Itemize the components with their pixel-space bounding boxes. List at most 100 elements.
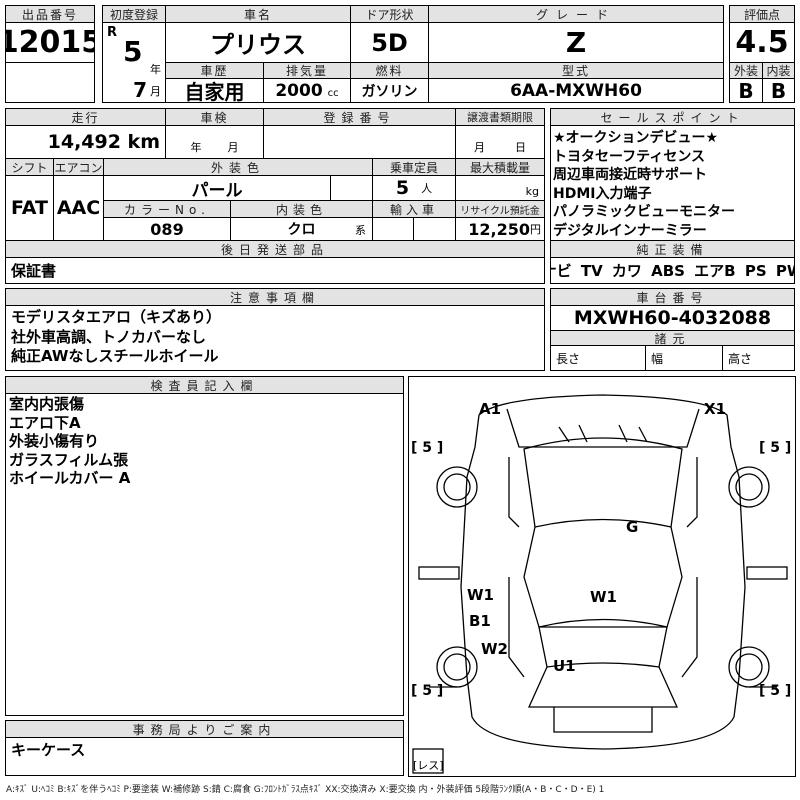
score-label: 評価点 xyxy=(729,5,795,23)
model-label: 型式 xyxy=(428,62,724,79)
equipment-label: 純正装備 xyxy=(550,240,795,258)
displacement: 2000 xyxy=(275,80,323,101)
inspector-box: 室内内張傷 エアロ下A 外装小傷有り ガラスフィルム張 ホイールカバー A xyxy=(5,393,404,716)
notes-list: モデリスタエアロ（キズあり） 社外車高調、トノカバーなし 純正AWなしスチールホ… xyxy=(11,308,221,367)
color-no-label: カラーNo. xyxy=(103,200,231,218)
tire-rear-right: [ 5 ] xyxy=(759,683,792,699)
load-unit: kg xyxy=(455,175,545,201)
exterior-label: 外装 xyxy=(729,62,763,79)
damage-mark: W1 xyxy=(590,588,617,606)
tire-front-right: [ 5 ] xyxy=(759,440,792,456)
parts-label: 後日発送部品 xyxy=(5,240,545,258)
door-type: 5D xyxy=(350,22,429,63)
interior-label: 内装 xyxy=(762,62,795,79)
inspector-line: 外装小傷有り xyxy=(9,432,100,450)
first-reg-year: R 5 年 xyxy=(102,22,166,79)
inspector-list: 室内内張傷 エアロ下A 外装小傷有り ガラスフィルム張 ホイールカバー A xyxy=(9,395,130,488)
mileage-label: 走行 xyxy=(5,108,166,126)
sales-item: デジタルインナーミラー xyxy=(553,222,707,239)
inspector-line: エアロ下A xyxy=(9,413,81,432)
note-line: 純正AWなしスチールホイール xyxy=(11,347,219,365)
first-reg-month: 7 月 xyxy=(102,78,166,103)
exterior-color: パール xyxy=(103,175,331,201)
damage-mark: A1 xyxy=(479,400,502,418)
seats-unit: 人 xyxy=(421,182,433,195)
notes-box: モデリスタエアロ（キズあり） 社外車高調、トノカバーなし 純正AWなしスチールホ… xyxy=(5,305,545,371)
lot-label: 出品番号 xyxy=(5,5,95,23)
recycle-label: リサイクル預託金 xyxy=(455,200,545,218)
length: 長さ xyxy=(550,345,646,371)
equipment: ナビ TV カワ ABS エアB PS PW xyxy=(550,257,795,284)
car-name-label: 車名 xyxy=(165,5,351,23)
car-name: プリウス xyxy=(165,22,351,63)
car-outline-icon xyxy=(412,394,788,774)
chassis-number: MXWH60-4032088 xyxy=(550,305,795,331)
tire-rear-left: [ 5 ] xyxy=(411,683,444,699)
office-label: 事務局よりご案内 xyxy=(5,720,404,738)
spare-tire: [レス] xyxy=(413,759,444,772)
inspection-cell: 年月 xyxy=(165,125,264,159)
recycle-unit: 円 xyxy=(530,223,541,236)
note-line: 社外車高調、トノカバーなし xyxy=(11,327,207,346)
grade-label: グレード xyxy=(428,5,724,23)
interior-color: クロ xyxy=(287,222,316,238)
car-diagram: A1 X1 G W1 W1 B1 W2 U1 [ 5 ] [ 5 ] [ 5 ]… xyxy=(408,376,796,777)
damage-mark: W2 xyxy=(481,640,508,658)
color-extra xyxy=(330,175,373,201)
seats-label: 乗車定員 xyxy=(372,158,456,176)
damage-mark: B1 xyxy=(469,612,491,630)
first-reg-label: 初度登録 xyxy=(102,5,166,23)
sales-list: ★オークションデビュー★ トヨタセーフティセンス 周辺車両接近時サポート HDM… xyxy=(553,129,735,240)
note-line: モデリスタエアロ（キズあり） xyxy=(11,308,222,326)
ac-label: エアコン xyxy=(53,158,104,176)
history-label: 車歴 xyxy=(165,62,264,79)
tire-front-left: [ 5 ] xyxy=(411,440,444,456)
sales-item: トヨタセーフティセンス xyxy=(553,148,706,165)
seats: 5 xyxy=(395,177,410,199)
chassis-label: 車台番号 xyxy=(550,288,795,306)
inspector-line: ガラスフィルム張 xyxy=(9,450,129,469)
sales-item: ★オークションデビュー★ xyxy=(553,130,719,146)
sales-item: パノラミックビューモニター xyxy=(553,204,735,220)
lot-empty xyxy=(5,62,95,103)
year-unit: 年 xyxy=(150,63,161,76)
lot-number: 12015 xyxy=(5,22,95,63)
office-text: キーケース xyxy=(5,737,404,776)
sales-item: HDMI入力端子 xyxy=(553,185,652,202)
width: 幅 xyxy=(645,345,723,371)
score: 4.5 xyxy=(729,22,795,63)
shift: FAT xyxy=(5,175,54,241)
transfer-day: 日 xyxy=(515,141,526,154)
reg-number xyxy=(263,125,456,159)
spec-label: 諸元 xyxy=(550,330,795,346)
damage-mark: X1 xyxy=(704,400,727,418)
history: 自家用 xyxy=(165,78,264,103)
inspector-line: 室内内張傷 xyxy=(9,395,85,413)
inspection-year: 年 xyxy=(190,141,202,154)
inspector-line: ホイールカバー A xyxy=(9,469,131,487)
displacement-label: 排気量 xyxy=(263,62,351,79)
height: 高さ xyxy=(722,345,795,371)
damage-mark: G xyxy=(626,518,639,536)
notes-label: 注意事項欄 xyxy=(5,288,545,306)
reg-year: 5 xyxy=(123,35,143,68)
transfer-label: 譲渡書類期限 xyxy=(455,108,545,126)
damage-mark: W1 xyxy=(467,586,494,604)
inspection-month: 月 xyxy=(227,141,239,154)
color-label: 外装色 xyxy=(103,158,373,176)
import-cell-1 xyxy=(372,217,414,241)
import-cell-2 xyxy=(413,217,456,241)
legend: A:ｷｽﾞ U:ﾍｺﾐ B:ｷｽﾞを伴うﾍｺﾐ P:要塗装 W:補修跡 S:錆 … xyxy=(6,785,605,795)
sales-item: 周辺車両接近時サポート xyxy=(553,167,707,183)
model-code: 6AA-MXWH60 xyxy=(428,78,724,103)
interior-color-cell: クロ系 xyxy=(230,217,373,241)
door-label: ドア形状 xyxy=(350,5,429,23)
exterior-grade: B xyxy=(729,78,763,103)
interior-color-label: 内装色 xyxy=(230,200,373,218)
transfer-cell: 月日 xyxy=(455,125,545,159)
import-label: 輸入車 xyxy=(372,200,456,218)
ac: AAC xyxy=(53,175,104,241)
era: R xyxy=(107,25,118,40)
inspector-label: 検査員記入欄 xyxy=(5,376,404,394)
